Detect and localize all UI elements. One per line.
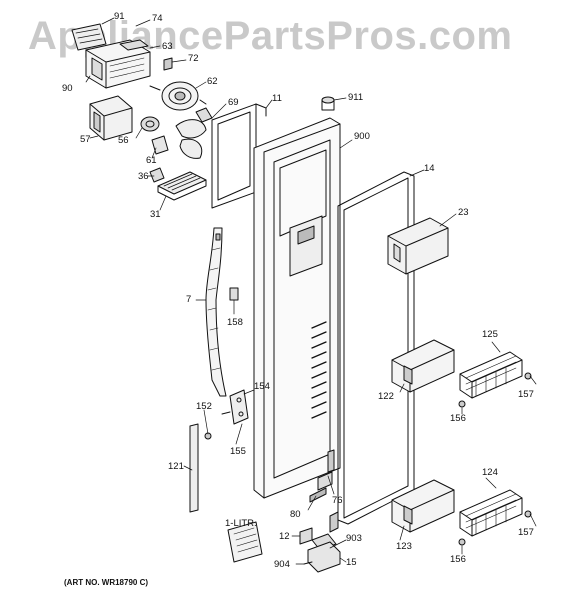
callout-80: 80	[290, 509, 301, 520]
callout-911: 911	[348, 92, 364, 103]
callout-36: 36	[138, 171, 149, 182]
callout-900: 900	[354, 131, 370, 142]
callout-124: 124	[482, 467, 498, 478]
callout-74: 74	[152, 13, 163, 24]
part-15	[307, 541, 341, 573]
callout-72: 72	[188, 53, 199, 64]
shelf-bracket-122	[391, 339, 455, 393]
hinge-154-155	[221, 389, 249, 425]
ice-maker-assembly	[71, 23, 213, 201]
manual-booklet	[227, 521, 263, 563]
callout-56: 56	[118, 135, 129, 146]
door-gasket-14	[337, 171, 415, 525]
callout-11: 11	[272, 93, 282, 104]
callout-12: 12	[279, 531, 290, 542]
callout-63: 63	[162, 41, 173, 52]
callout-14: 14	[424, 163, 435, 174]
callout-57: 57	[80, 134, 91, 145]
callout-62: 62	[207, 76, 218, 87]
callout-156-upper: 156	[450, 413, 466, 424]
hinge-strip-7	[205, 227, 227, 397]
art-number: (ART NO. WR18790 C)	[64, 578, 149, 587]
callout-69: 69	[228, 97, 239, 108]
callout-15: 15	[346, 557, 357, 568]
callout-903: 903	[346, 533, 362, 544]
callout-7: 7	[186, 294, 192, 305]
callout-61: 61	[146, 155, 157, 166]
callout-154: 154	[254, 381, 270, 392]
trim-strip-121	[189, 423, 199, 513]
screw-904	[303, 561, 313, 565]
callout-121: 121	[168, 461, 184, 472]
callout-76: 76	[332, 495, 343, 506]
leader-lines	[85, 17, 537, 565]
shelf-bracket-123	[391, 479, 455, 533]
callout-152: 152	[196, 401, 212, 412]
wire-shelf-125	[459, 351, 523, 399]
booklet-label: 1-LITR.	[225, 518, 257, 529]
callout-125: 125	[482, 329, 498, 340]
callout-904: 904	[274, 559, 290, 570]
callout-31: 31	[150, 209, 161, 220]
callout-123: 123	[396, 541, 412, 552]
freezer-door-900	[253, 96, 341, 499]
callout-157-lower: 157	[518, 527, 534, 538]
callout-23: 23	[458, 207, 469, 218]
callout-158: 158	[227, 317, 243, 328]
screws	[458, 372, 532, 546]
callout-157-upper: 157	[518, 389, 534, 400]
callout-155: 155	[230, 446, 246, 457]
callout-90: 90	[62, 83, 73, 94]
callout-156-lower: 156	[450, 554, 466, 565]
door-bin-23	[387, 217, 449, 275]
wire-shelf-124	[459, 489, 523, 537]
callout-122: 122	[378, 391, 394, 402]
part-158	[229, 287, 239, 301]
callout-91: 91	[114, 11, 125, 22]
